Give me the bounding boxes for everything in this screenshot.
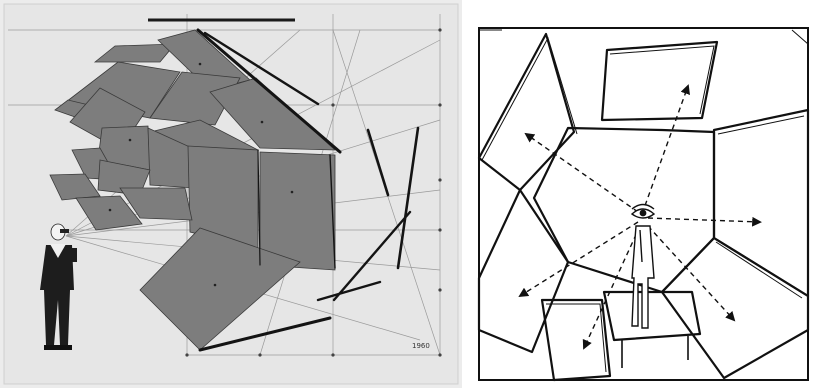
right-room-drawing	[462, 0, 814, 388]
perspective-diagram-svg: 1960	[0, 0, 462, 388]
room-diagram-svg	[462, 0, 814, 388]
left-perspective-drawing: 1960	[0, 0, 462, 388]
signature: 1960	[412, 342, 430, 350]
